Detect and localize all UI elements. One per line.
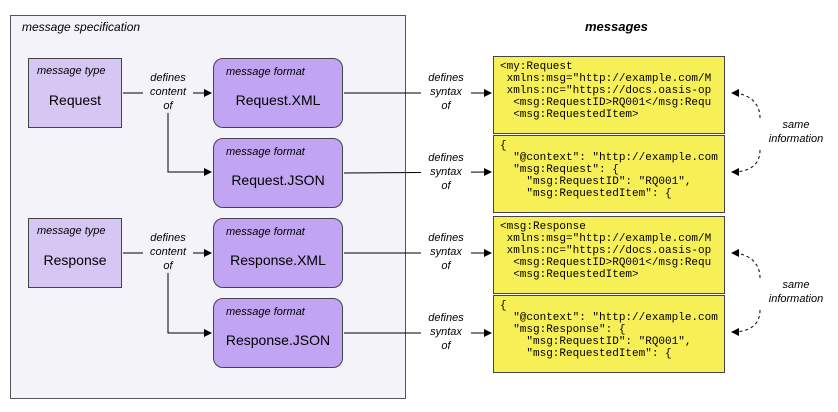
label-line: syntax <box>430 166 462 178</box>
message-format-request-json: message format Request.JSON <box>213 138 343 208</box>
message-format-name: Request.JSON <box>231 172 325 188</box>
message-format-caption: message format <box>226 226 305 238</box>
label-line: of <box>163 100 173 112</box>
label-line: information <box>768 293 824 305</box>
label-line: of <box>441 100 451 112</box>
message-format-name: Request.XML <box>235 92 321 108</box>
message-request-xml: <my:Request xmlns:msg="http://example.co… <box>493 56 725 134</box>
message-code: <msg:Response xmlns:msg="http://example.… <box>500 221 712 281</box>
defines-syntax-label-1: defines syntax of <box>421 71 471 113</box>
defines-syntax-label-3: defines syntax of <box>421 231 471 273</box>
label-line: defines <box>150 232 186 244</box>
message-request-json: { "@context": "http://example.com "msg:R… <box>493 135 725 213</box>
message-type-request: message type Request <box>28 58 122 128</box>
label-line: of <box>441 340 451 352</box>
defines-content-label-response: defines content of <box>143 231 193 273</box>
message-type-name: Request <box>48 92 102 108</box>
message-code: { "@context": "http://example.com "msg:R… <box>500 140 718 200</box>
same-information-curve-top <box>731 89 761 119</box>
message-format-caption: message format <box>226 306 305 318</box>
label-line: content <box>149 246 187 258</box>
arrow-response-to-json <box>167 270 212 337</box>
label-line: defines <box>428 152 464 164</box>
message-format-name: Response.XML <box>230 252 326 268</box>
same-information-curve-bottom <box>731 249 761 279</box>
same-information-label-bottom: same information <box>760 278 832 306</box>
label-line: of <box>163 260 173 272</box>
message-format-request-xml: message format Request.XML <box>213 58 343 128</box>
message-code: <my:Request xmlns:msg="http://example.co… <box>500 61 712 121</box>
message-type-response: message type Response <box>28 218 122 288</box>
label-line: content <box>149 86 187 98</box>
message-format-response-json: message format Response.JSON <box>213 298 343 368</box>
label-line: defines <box>150 72 186 84</box>
message-format-caption: message format <box>226 146 305 158</box>
message-format-caption: message format <box>226 66 305 78</box>
messages-title: messages <box>585 19 648 34</box>
defines-syntax-label-2: defines syntax of <box>421 151 471 193</box>
label-line: same <box>782 119 810 131</box>
label-line: same <box>782 279 810 291</box>
arrow-request-to-json <box>167 108 212 176</box>
label-line: defines <box>428 232 464 244</box>
label-line: of <box>441 260 451 272</box>
label-line: syntax <box>430 326 462 338</box>
message-response-xml: <msg:Response xmlns:msg="http://example.… <box>493 216 725 294</box>
defines-content-label-request: defines content of <box>143 71 193 113</box>
defines-syntax-label-4: defines syntax of <box>421 311 471 353</box>
message-type-name: Response <box>43 252 107 268</box>
message-type-caption: message type <box>37 225 106 237</box>
message-specification-title: message specification <box>22 20 141 34</box>
label-line: syntax <box>430 86 462 98</box>
label-line: defines <box>428 312 464 324</box>
message-type-caption: message type <box>37 65 106 77</box>
label-line: defines <box>428 72 464 84</box>
same-information-curve-bottom-lower <box>731 309 761 336</box>
message-code: { "@context": "http://example.com "msg:R… <box>500 300 718 360</box>
message-format-response-xml: message format Response.XML <box>213 218 343 288</box>
message-response-json: { "@context": "http://example.com "msg:R… <box>493 295 725 373</box>
label-line: of <box>441 180 451 192</box>
label-line: information <box>768 133 824 145</box>
same-information-curve-top-lower <box>731 149 761 176</box>
message-format-name: Response.JSON <box>225 332 331 348</box>
same-information-label-top: same information <box>760 118 832 146</box>
label-line: syntax <box>430 246 462 258</box>
